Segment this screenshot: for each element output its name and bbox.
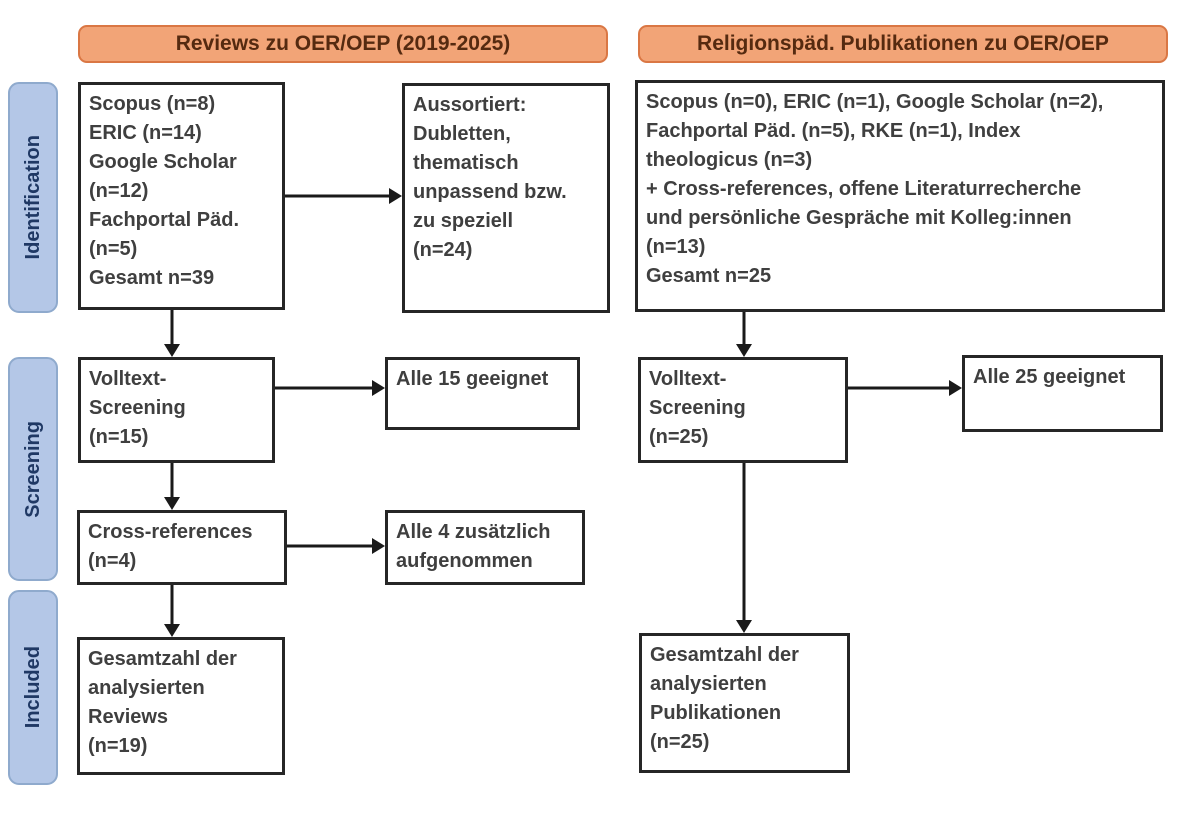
arrow-shaft xyxy=(742,312,746,346)
arrow-shaft xyxy=(170,585,174,626)
arrow-shaft xyxy=(742,463,746,622)
left-fulltext-screening-box: Volltext- Screening (n=15) xyxy=(78,357,275,463)
stage-label-identification-text: Identification xyxy=(21,135,44,260)
arrow-head-icon xyxy=(372,380,385,396)
column-header-reviews: Reviews zu OER/OEP (2019-2025) xyxy=(78,25,608,63)
arrow-shaft xyxy=(170,463,174,499)
left-total-included-box: Gesamtzahl der analysierten Reviews (n=1… xyxy=(77,637,285,775)
right-fulltext-screening-box: Volltext- Screening (n=25) xyxy=(638,357,848,463)
left-cross-references-result-box: Alle 4 zusätzlich aufgenommen xyxy=(385,510,585,585)
arrow-shaft xyxy=(287,544,374,548)
arrow-left-screening-to-result xyxy=(275,378,385,398)
arrow-right-sources-to-screening xyxy=(734,312,754,357)
arrow-left-crossref-to-result xyxy=(287,536,385,556)
column-header-religionspaed: Religionspäd. Publikationen zu OER/OEP xyxy=(638,25,1168,63)
left-cross-references-box: Cross-references (n=4) xyxy=(77,510,287,585)
arrow-shaft xyxy=(275,386,374,390)
stage-label-included-text: Included xyxy=(21,646,44,729)
arrow-left-screening-to-crossref xyxy=(162,463,182,510)
arrow-left-sources-to-excluded xyxy=(285,186,402,206)
arrow-shaft xyxy=(848,386,951,390)
arrow-head-icon xyxy=(949,380,962,396)
right-sources-box: Scopus (n=0), ERIC (n=1), Google Scholar… xyxy=(635,80,1165,312)
left-screening-result-box: Alle 15 geeignet xyxy=(385,357,580,430)
arrow-shaft xyxy=(170,310,174,346)
right-screening-result-box: Alle 25 geeignet xyxy=(962,355,1163,432)
left-excluded-box: Aussortiert: Dubletten, thematisch unpas… xyxy=(402,83,610,313)
left-sources-box: Scopus (n=8) ERIC (n=14) Google Scholar … xyxy=(78,82,285,310)
arrow-head-icon xyxy=(164,497,180,510)
stage-label-screening-text: Screening xyxy=(21,420,44,518)
arrow-head-icon xyxy=(164,624,180,637)
arrow-shaft xyxy=(285,194,391,198)
stage-label-identification: Identification xyxy=(8,82,58,313)
stage-label-screening: Screening xyxy=(8,357,58,581)
arrow-left-crossref-to-included xyxy=(162,585,182,637)
right-total-included-box: Gesamtzahl der analysierten Publikatione… xyxy=(639,633,850,773)
arrow-head-icon xyxy=(372,538,385,554)
arrow-left-sources-to-screening xyxy=(162,310,182,357)
arrow-head-icon xyxy=(164,344,180,357)
arrow-right-screening-to-result xyxy=(848,378,962,398)
arrow-head-icon xyxy=(389,188,402,204)
arrow-right-screening-to-included xyxy=(734,463,754,633)
arrow-head-icon xyxy=(736,620,752,633)
stage-label-included: Included xyxy=(8,590,58,785)
arrow-head-icon xyxy=(736,344,752,357)
